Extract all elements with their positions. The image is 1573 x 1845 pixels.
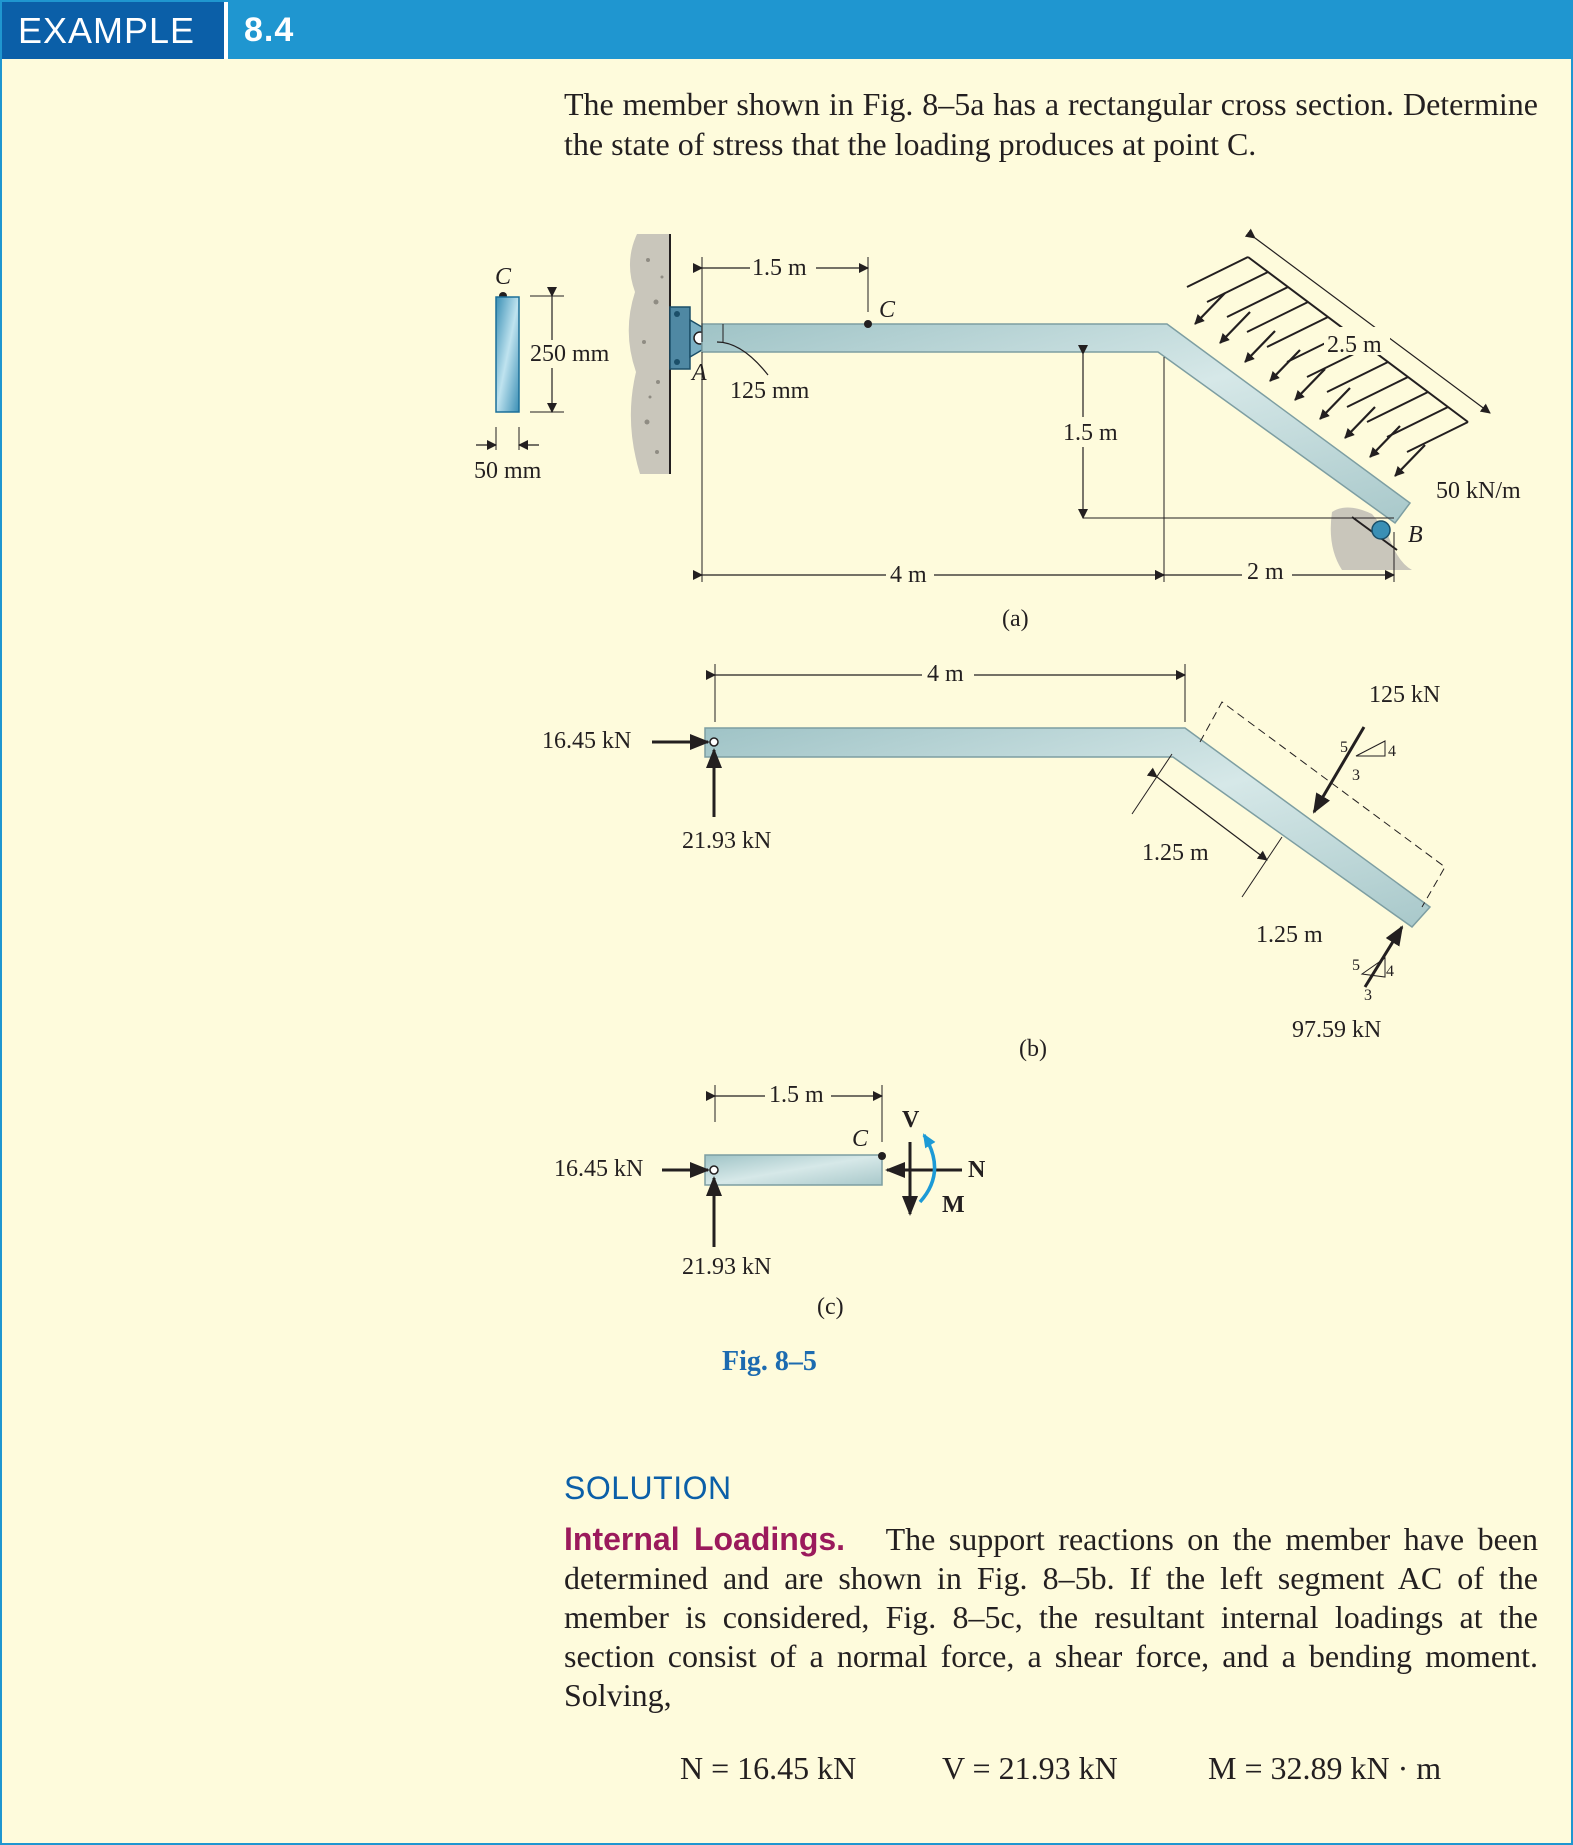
resultant-label: 125 kN (1369, 682, 1440, 708)
dim-ac-label: 1.5 m (752, 255, 807, 281)
example-header-bar (2, 2, 1571, 59)
example-number: 8.4 (244, 11, 295, 49)
reaction-v-label-c: 21.93 kN (682, 1254, 771, 1280)
dim-inclined-label: 2.5 m (1327, 332, 1382, 358)
section-width-label: 50 mm (474, 458, 542, 484)
dim-1-label: 1.25 m (1142, 840, 1209, 866)
point-c-dot (864, 320, 872, 328)
point-c-label: C (879, 297, 896, 323)
solution-heading: SOLUTION (564, 1470, 732, 1506)
figure-a: C 250 mm 50 mm A (474, 228, 1521, 632)
solution-body: The support reactions on the member have… (564, 1521, 1539, 1713)
section-c-label: C (495, 264, 512, 290)
point-b-label: B (1408, 522, 1423, 548)
solution-lead: Internal Loadings. (564, 1521, 846, 1557)
wall (628, 234, 670, 474)
reaction-b-arrow (1363, 925, 1404, 988)
slope-5-bottom: 5 (1352, 957, 1360, 974)
dim-2-label: 1.25 m (1256, 922, 1323, 948)
resultant-arrow (1312, 726, 1366, 814)
shear-label: V (902, 1107, 920, 1133)
reaction-b-label: 97.59 kN (1292, 1017, 1381, 1043)
segment-ac (704, 1154, 883, 1186)
equation-v: V = 21.93 kN (942, 1750, 1118, 1786)
figure-b-tag: (b) (1019, 1036, 1047, 1062)
equation-n: N = 16.45 kN (680, 1750, 857, 1786)
dim-c-label: 1.5 m (769, 1082, 824, 1108)
dim-vertical-label: 1.5 m (1063, 420, 1118, 446)
figure-c-tag: (c) (817, 1294, 844, 1320)
dim-horizontal-2-label: 2 m (1247, 559, 1284, 585)
example-label: EXAMPLE (2, 2, 224, 59)
moment-arrow (918, 1133, 937, 1204)
figure-c: 1.5 m C 16.45 kN 21.93 kN V N M (c) (554, 1080, 986, 1320)
cross-section (495, 296, 520, 413)
problem-statement: The member shown in Fig. 8–5a has a rect… (564, 86, 1538, 162)
slope-3-bottom: 3 (1364, 987, 1372, 1004)
slope-3-top: 3 (1352, 767, 1360, 784)
figure-b: 4 m 16.45 kN 21.93 kN 125 kN 5 4 3 1.25 … (542, 658, 1446, 1062)
figure-caption: Fig. 8–5 (722, 1346, 817, 1377)
point-a-label: A (690, 360, 707, 386)
reaction-v-label: 21.93 kN (682, 828, 771, 854)
support-b (1330, 507, 1412, 570)
figure-8-5: C 250 mm 50 mm A (474, 228, 1521, 1320)
member-beam-fbd (704, 727, 1432, 928)
load-label: 50 kN/m (1436, 478, 1521, 504)
roller-b (1371, 520, 1391, 540)
point-c-label-c: C (852, 1126, 869, 1152)
pin-offset-label: 125 mm (730, 378, 810, 404)
header-separator (224, 2, 228, 59)
figure-a-tag: (a) (1002, 606, 1029, 632)
slope-5-top: 5 (1340, 739, 1348, 756)
equation-m: M = 32.89 kN · m (1208, 1750, 1442, 1786)
slope-4-top: 4 (1388, 743, 1396, 760)
section-height-label: 250 mm (530, 341, 610, 367)
normal-label: N (968, 1157, 986, 1183)
reaction-h-label-c: 16.45 kN (554, 1156, 643, 1182)
moment-label: M (942, 1192, 965, 1218)
slope-4-bottom: 4 (1386, 963, 1394, 980)
reaction-h-label: 16.45 kN (542, 728, 631, 754)
solution-paragraph: Internal Loadings. The support reactions… (564, 1520, 1538, 1715)
dim-horizontal-1-label: 4 m (890, 562, 927, 588)
dim-top-label: 4 m (927, 661, 964, 687)
